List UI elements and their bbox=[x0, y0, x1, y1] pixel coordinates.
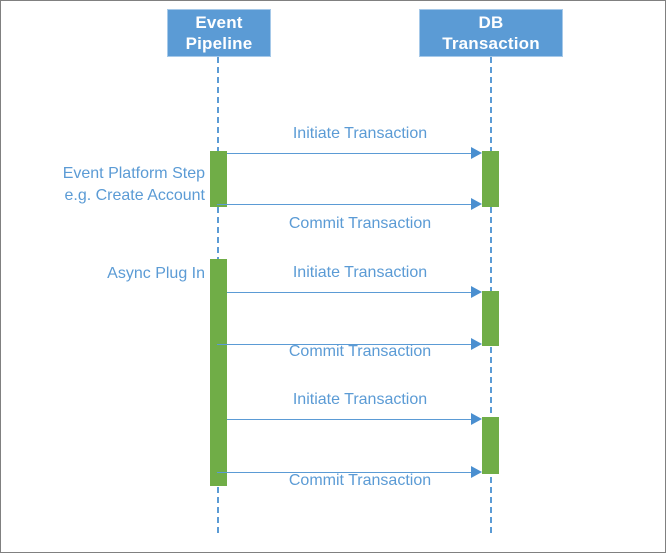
message-label-initiate-transaction-2: Initiate Transaction bbox=[292, 264, 428, 281]
message-line-commit-transaction-1 bbox=[217, 204, 471, 205]
message-line-commit-transaction-3 bbox=[217, 472, 471, 473]
arrow-head-commit-transaction-2 bbox=[471, 338, 482, 350]
activation-event-pipeline-1 bbox=[210, 151, 227, 207]
arrow-head-commit-transaction-3 bbox=[471, 466, 482, 478]
activation-db-transaction-1 bbox=[482, 151, 499, 207]
message-label-commit-transaction-3: Commit Transaction bbox=[288, 472, 432, 489]
participant-event-pipeline[interactable]: Event Pipeline bbox=[167, 9, 271, 57]
message-label-initiate-transaction-3: Initiate Transaction bbox=[292, 391, 428, 408]
activation-db-transaction-2 bbox=[482, 291, 499, 346]
arrow-head-initiate-transaction-2 bbox=[471, 286, 482, 298]
activation-event-pipeline-2 bbox=[210, 259, 227, 486]
message-label-commit-transaction-2: Commit Transaction bbox=[288, 343, 432, 360]
message-label-commit-transaction-1: Commit Transaction bbox=[288, 215, 432, 232]
annotation-async-plug-in: Async Plug In bbox=[107, 265, 205, 282]
message-label-initiate-transaction-1: Initiate Transaction bbox=[292, 125, 428, 142]
arrow-head-commit-transaction-1 bbox=[471, 198, 482, 210]
message-line-initiate-transaction-1 bbox=[227, 153, 471, 154]
participant-event-pipeline-label: Event Pipeline bbox=[185, 13, 253, 53]
message-line-initiate-transaction-2 bbox=[227, 292, 471, 293]
annotation-event-platform-step: Event Platform Step e.g. Create Account bbox=[62, 165, 205, 204]
arrow-head-initiate-transaction-3 bbox=[471, 413, 482, 425]
participant-db-transaction-label: DB Transaction bbox=[442, 13, 540, 53]
participant-db-transaction[interactable]: DB Transaction bbox=[419, 9, 563, 57]
arrow-head-initiate-transaction-1 bbox=[471, 147, 482, 159]
activation-db-transaction-3 bbox=[482, 417, 499, 474]
message-line-commit-transaction-2 bbox=[217, 344, 471, 345]
message-line-initiate-transaction-3 bbox=[227, 419, 471, 420]
